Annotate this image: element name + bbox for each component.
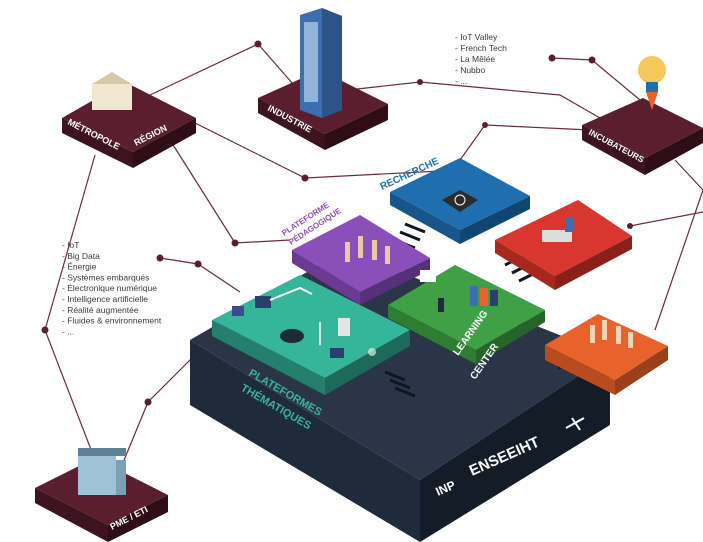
platformes-thematiques-block [212, 275, 410, 395]
plateforme-pedagogique-block [292, 215, 430, 305]
pme-eti-node [35, 448, 168, 542]
fablab-label: FABLAB [576, 274, 617, 303]
recherche-block [390, 158, 530, 244]
line-industrie-incubateurs [329, 81, 601, 119]
themes-list-item: - Réalité augmentée [62, 305, 139, 315]
incubateurs-node [582, 56, 703, 175]
line-recherche-incubateurs [459, 124, 591, 161]
metropole-region-node [62, 72, 196, 168]
themes-list-item: - Intelligence artificielle [62, 294, 148, 304]
themes-list: - IoT- Big Data- Énergie- Systèmes embar… [62, 240, 162, 336]
line-incubator-list [551, 57, 641, 101]
line-metropole-pedago [169, 139, 291, 244]
incubator-list-item: - ... [455, 76, 467, 86]
themes-list-item: - IoT [62, 240, 79, 250]
themes-list-item: - Big Data [62, 251, 100, 261]
themes-list-item: - Énergie [62, 262, 97, 272]
incubator-list: - IoT Valley- French Tech- La Mêlée- Nub… [455, 32, 507, 86]
line-incubateurs-right [674, 159, 703, 191]
themes-list-item: - Fluides & environnement [62, 316, 162, 326]
line-nstart-right [654, 189, 703, 331]
incubator-list-item: - French Tech [455, 43, 507, 53]
fablab-block [495, 200, 632, 290]
incubator-list-item: - La Mêlée [455, 54, 495, 64]
themes-list-item: - Systèmes embarqués [62, 272, 149, 282]
line-metropole-industrie [149, 43, 301, 96]
learning-center-block [388, 265, 545, 364]
themes-list-item: - ... [62, 326, 74, 336]
themes-list-item: - Électronique numérique [62, 283, 157, 293]
incubator-list-item: - Nubbo [455, 65, 486, 75]
incubator-list-item: - IoT Valley [455, 32, 498, 42]
line-pme-platform [119, 349, 201, 471]
nstart-block [545, 314, 668, 395]
connector-dots [41, 40, 633, 406]
line-fablab-right [629, 211, 703, 227]
industrie-node [258, 8, 388, 150]
plane-icon [565, 417, 585, 431]
